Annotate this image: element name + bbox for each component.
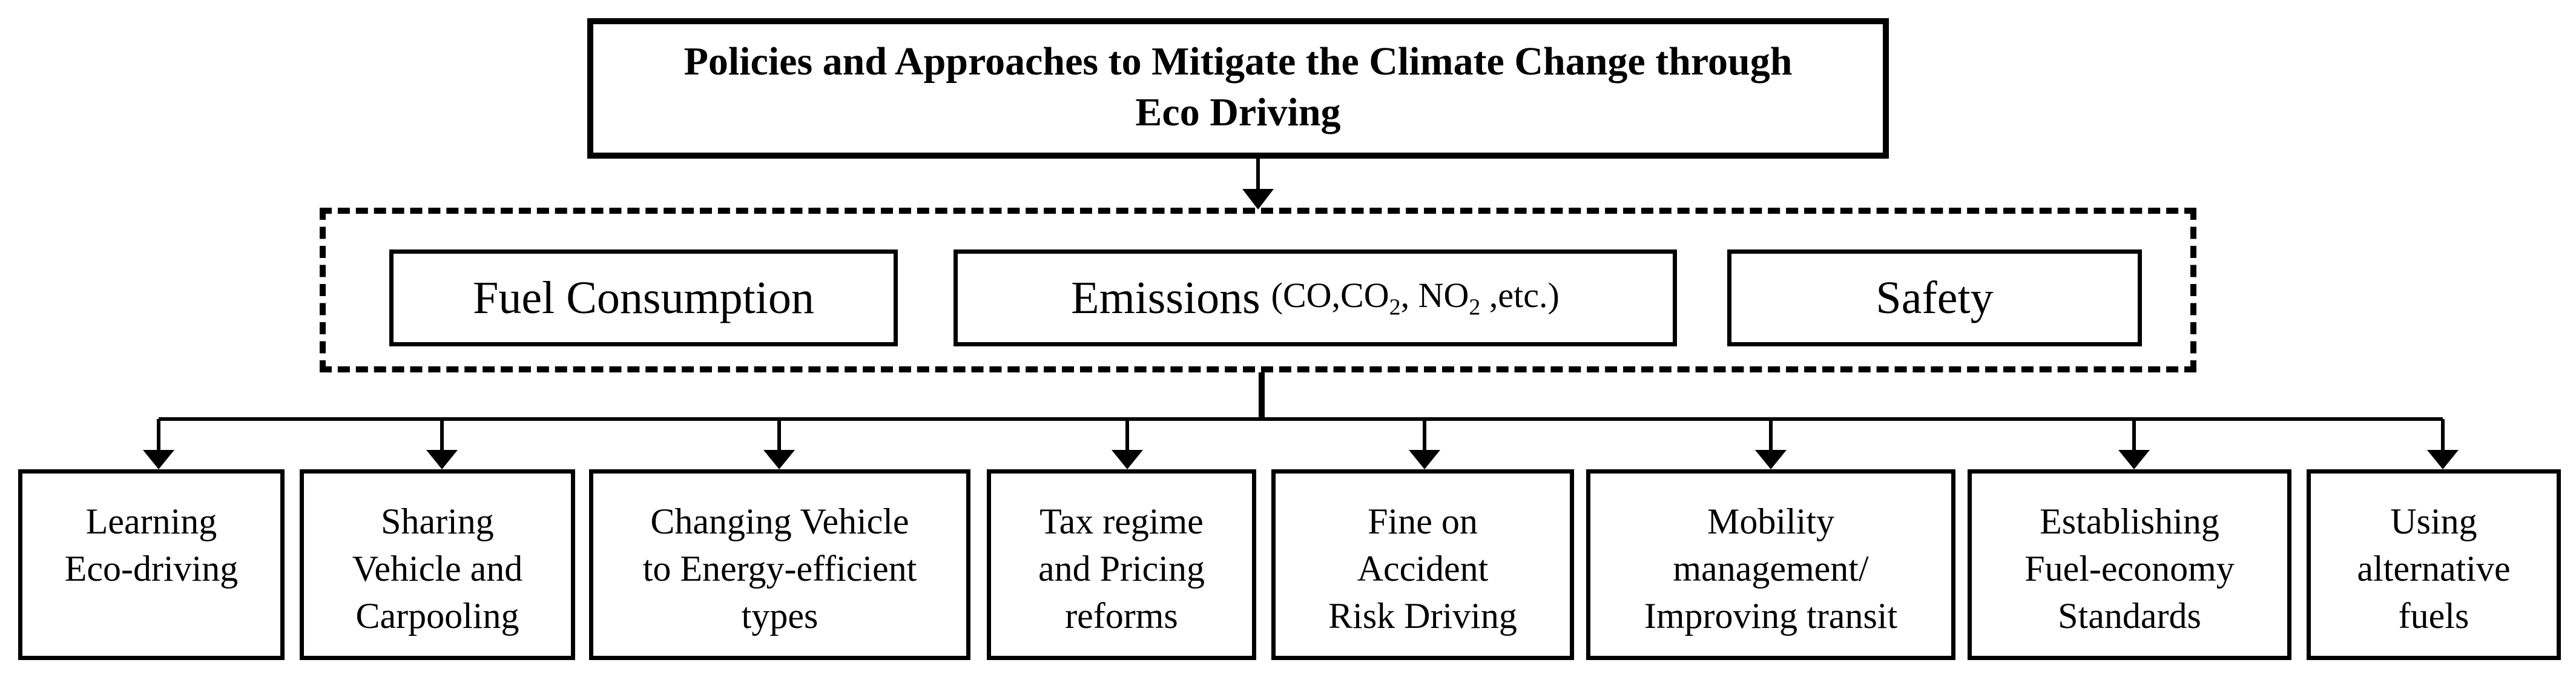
approach-alternative-fuels: Using alternative fuels	[2307, 469, 2561, 660]
branch-arrowhead-2	[426, 450, 458, 469]
branch-arrowhead-8	[2427, 450, 2459, 469]
approach-tax-regime: Tax regime and Pricing reforms	[987, 469, 1256, 660]
approach-fuel-economy-standards: Establishing Fuel-economy Standards	[1968, 469, 2291, 660]
approach-label: Establishing Fuel-economy Standards	[2024, 501, 2235, 636]
approach-label: Changing Vehicle to Energy-efficient typ…	[642, 501, 917, 636]
diagram-title-line-2: Eco Driving	[1135, 90, 1341, 135]
approach-mobility-management: Mobility management/ Improving transit	[1586, 469, 1955, 660]
approach-changing-vehicle: Changing Vehicle to Energy-efficient typ…	[589, 469, 970, 660]
approach-label: Using alternative fuels	[2357, 501, 2511, 636]
branch-arrowhead-4	[1112, 450, 1143, 469]
diagram-title: Policies and Approaches to Mitigate the …	[587, 18, 1889, 159]
diagram-title-line-1: Policies and Approaches to Mitigate the …	[684, 39, 1793, 84]
arrowhead-title-to-factors	[1242, 189, 1274, 210]
factor-safety: Safety	[1727, 249, 2142, 346]
branch-arrowhead-1	[143, 450, 174, 469]
factors-group-frame	[320, 208, 2196, 372]
approach-label: Tax regime and Pricing reforms	[1038, 501, 1205, 636]
factor-emissions-label: Emissions	[1071, 272, 1260, 323]
approach-label: Mobility management/ Improving transit	[1644, 501, 1898, 636]
factor-emissions: Emissions (CO,CO2, NO2 ,etc.)	[954, 249, 1677, 346]
approach-sharing-vehicle: Sharing Vehicle and Carpooling	[300, 469, 575, 660]
branch-arrowhead-5	[1409, 450, 1440, 469]
branch-arrowhead-6	[1755, 450, 1787, 469]
factor-emissions-detail: (CO,CO2, NO2 ,etc.)	[1271, 276, 1560, 320]
approach-label: Sharing Vehicle and Carpooling	[352, 501, 523, 636]
approach-fine-on-risk-driving: Fine on Accident Risk Driving	[1271, 469, 1574, 660]
approach-learning-eco-driving: Learning Eco-driving	[18, 469, 285, 660]
factor-fuel-consumption-label: Fuel Consumption	[473, 272, 814, 323]
branch-arrowhead-7	[2118, 450, 2150, 469]
factor-fuel-consumption: Fuel Consumption	[389, 249, 898, 346]
approach-label: Fine on Accident Risk Driving	[1328, 501, 1517, 636]
branch-arrowhead-3	[763, 450, 795, 469]
factor-safety-label: Safety	[1876, 272, 1994, 323]
approach-label: Learning Eco-driving	[64, 501, 239, 589]
